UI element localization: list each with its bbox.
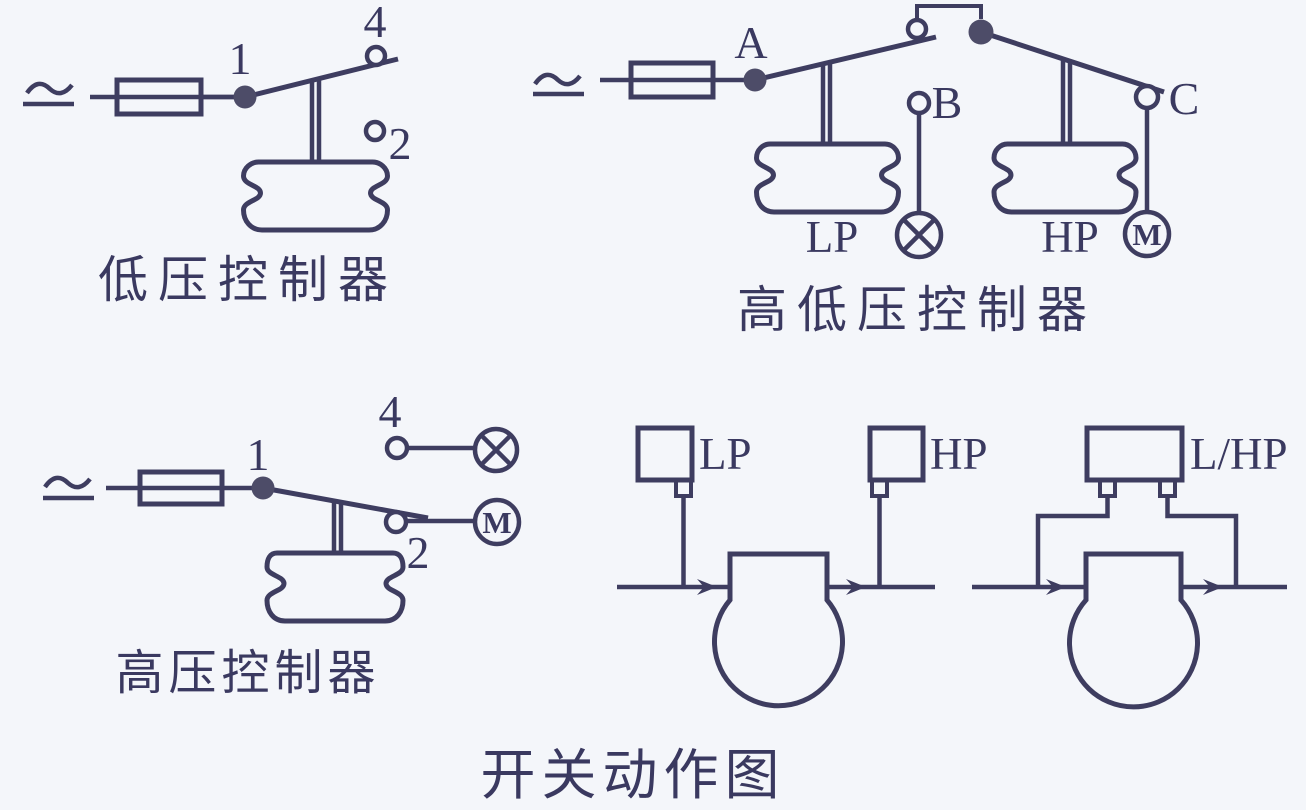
dual-switch: L/HP <box>1035 425 1288 587</box>
motor-letter: M <box>1132 217 1161 252</box>
dual-switch-lead-high <box>1165 496 1239 587</box>
flow-arrow-icon <box>846 579 866 595</box>
dual-switch-label: L/HP <box>1190 429 1288 479</box>
compressor-icon <box>712 551 845 709</box>
terminal-label-a: A <box>734 17 767 68</box>
terminal-label-4: 4 <box>364 0 387 47</box>
terminal-label-1: 1 <box>247 429 270 480</box>
flow-arrow-icon <box>697 579 717 595</box>
switch-arm-high <box>980 29 1165 95</box>
fuse-icon <box>628 60 716 100</box>
hp-switch-label: HP <box>930 429 988 479</box>
hp-switch-box <box>867 425 926 483</box>
lp-switch-label: LP <box>699 429 752 479</box>
lamp-icon <box>894 210 944 260</box>
terminal-label-c: C <box>1169 73 1200 124</box>
lp-switch: LP <box>635 425 752 587</box>
lamp-icon <box>472 426 520 474</box>
motor-letter: M <box>482 505 511 540</box>
terminal-circle-2 <box>363 119 387 143</box>
common-terminal-dot <box>233 85 257 109</box>
lp-bellows-icon <box>753 141 902 215</box>
bellows-icon <box>240 159 391 233</box>
compressor-icon <box>1067 551 1200 710</box>
ac-wave <box>25 81 74 96</box>
lamp-cross <box>901 217 937 253</box>
motor-icon: M <box>1122 209 1172 259</box>
terminal-circle-b <box>906 90 932 116</box>
flow-arrow-icon <box>1203 579 1223 595</box>
fuse-body <box>628 60 716 100</box>
dual-switch-box <box>1084 425 1185 483</box>
low-pressure-caption: 低压控制器 <box>98 252 398 308</box>
linkage-bracket <box>915 4 983 20</box>
pivot-dot <box>968 19 994 45</box>
terminal-label-2: 2 <box>407 527 430 578</box>
flow-arrow-icon <box>1046 579 1066 595</box>
ac-source-icon <box>533 72 584 97</box>
ac-wave <box>43 475 92 490</box>
switch-action-title: 开关动作图 <box>480 745 785 806</box>
lp-switch-box <box>635 425 695 483</box>
terminal-circle-c <box>1133 83 1161 111</box>
fuse-icon <box>137 469 225 507</box>
terminal-label-1: 1 <box>229 33 252 84</box>
terminal-circle-4 <box>384 435 410 461</box>
bellows-icon <box>264 550 406 624</box>
terminal-circle-2 <box>383 509 409 535</box>
ac-source-icon <box>23 81 74 107</box>
terminal-label-b: B <box>932 77 963 128</box>
switch-arm-low <box>754 34 937 83</box>
motor-circle <box>472 497 522 547</box>
ac-source-icon <box>43 475 94 501</box>
high-low-pressure-controller-diagram: M A B C LP HP 高低压控制器 <box>533 4 1200 338</box>
lp-bellows-label: LP <box>806 212 859 262</box>
fuse-icon <box>114 77 236 117</box>
high-pressure-caption: 高压控制器 <box>115 647 380 700</box>
fuse-body <box>137 469 225 507</box>
terminal-circle-4 <box>364 44 388 68</box>
motor-circle <box>1122 209 1172 259</box>
hp-bellows-label: HP <box>1041 212 1099 262</box>
common-terminal-dot-a <box>743 68 767 92</box>
switch-action-diagram: LP HP L/HP 开关动作图 <box>480 425 1288 806</box>
hp-bellows-icon <box>991 141 1139 215</box>
hp-switch: HP <box>867 425 988 587</box>
dual-switch-lead-low <box>1035 496 1110 587</box>
motor-icon: M <box>472 497 522 547</box>
high-low-pressure-caption: 高低压控制器 <box>737 282 1097 338</box>
low-pressure-controller-diagram: 1 4 2 低压控制器 <box>23 0 412 308</box>
ac-wave <box>533 72 582 87</box>
terminal-label-4: 4 <box>379 386 402 437</box>
lamp-cross <box>479 433 513 467</box>
pivot-circle <box>905 17 929 41</box>
terminal-label-2: 2 <box>389 118 412 169</box>
high-pressure-controller-diagram: M 1 4 2 高压控制器 <box>43 386 522 700</box>
common-terminal-dot <box>251 476 275 500</box>
